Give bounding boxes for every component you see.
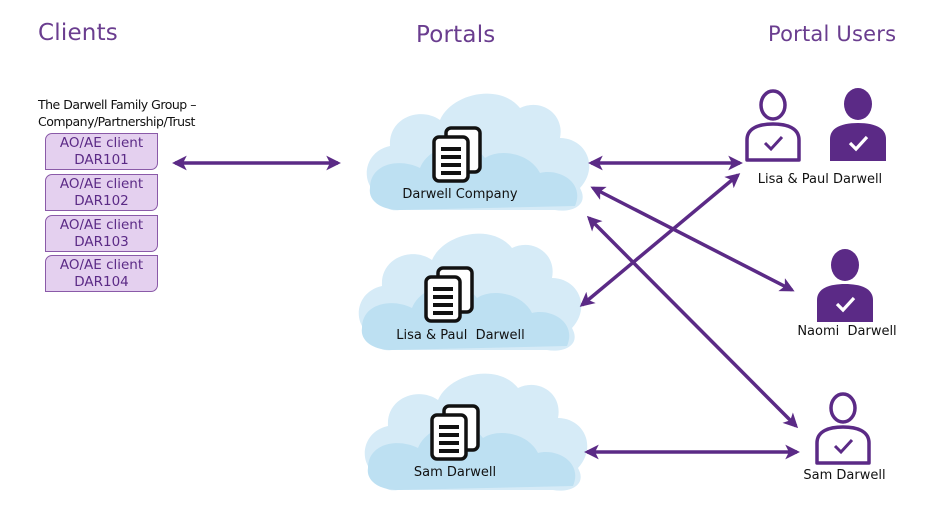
user-label: Sam Darwell bbox=[803, 468, 886, 483]
client-type: AO/AE client bbox=[59, 176, 144, 192]
user-label: Lisa & Paul Darwell bbox=[757, 172, 883, 187]
client-group-label: The Darwell Family Group – Company/Partn… bbox=[38, 96, 196, 130]
arrow-company-naomi bbox=[590, 186, 795, 292]
arrow-company-sam bbox=[586, 215, 799, 429]
client-type: AO/AE client bbox=[59, 257, 144, 273]
client-code: DAR102 bbox=[74, 193, 129, 209]
user-filled-check-icon bbox=[815, 247, 875, 324]
portal-label: Sam Darwell bbox=[413, 465, 497, 480]
client-group-line2: Company/Partnership/Trust bbox=[38, 114, 195, 129]
portal-label: Darwell Company bbox=[402, 187, 518, 202]
user-filled-check-icon bbox=[828, 86, 888, 163]
portal-users-heading: Portal Users bbox=[768, 22, 897, 46]
client-box[interactable]: AO/AE client DAR101 bbox=[45, 133, 158, 170]
documents-icon bbox=[430, 404, 480, 461]
portals-heading: Portals bbox=[416, 22, 496, 48]
client-code: DAR101 bbox=[74, 152, 129, 168]
arrow-lisa-paul-portal-user bbox=[579, 173, 741, 307]
client-box[interactable]: AO/AE client DAR104 bbox=[45, 255, 158, 292]
clients-heading: Clients bbox=[38, 20, 118, 46]
documents-icon bbox=[424, 266, 474, 323]
portal-label: Lisa & Paul Darwell bbox=[396, 328, 525, 343]
user-outline-check-icon bbox=[815, 392, 871, 465]
user-label: Naomi Darwell bbox=[797, 324, 897, 339]
client-type: AO/AE client bbox=[59, 217, 144, 233]
client-code: DAR103 bbox=[74, 234, 129, 250]
client-code: DAR104 bbox=[74, 274, 129, 290]
client-group-line1: The Darwell Family Group – bbox=[38, 97, 196, 112]
client-type: AO/AE client bbox=[59, 135, 144, 151]
user-outline-check-icon bbox=[745, 89, 801, 162]
documents-icon bbox=[432, 126, 482, 183]
client-box[interactable]: AO/AE client DAR102 bbox=[45, 174, 158, 211]
client-box[interactable]: AO/AE client DAR103 bbox=[45, 215, 158, 252]
